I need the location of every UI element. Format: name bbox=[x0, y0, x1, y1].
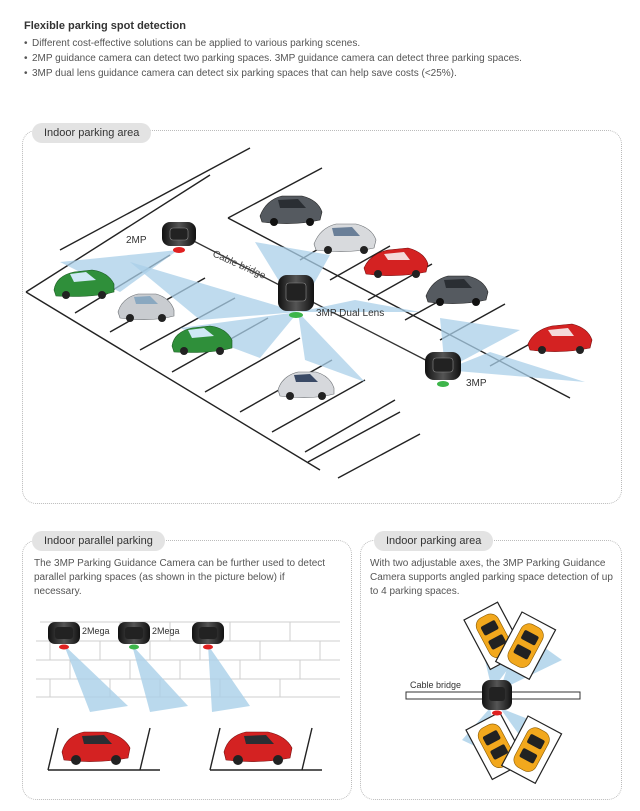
intro-bullet: 2MP guidance camera can detect two parki… bbox=[24, 51, 624, 66]
car-dark-1 bbox=[259, 195, 323, 226]
angled-parking-pill: Indoor parking area bbox=[374, 531, 494, 551]
angled-cable-label: Cable bridge bbox=[410, 680, 461, 690]
parallel-parking-panel bbox=[22, 540, 352, 800]
parallel-beams bbox=[64, 645, 250, 712]
car-silver-3 bbox=[313, 223, 377, 254]
parallel-parking-description: The 3MP Parking Guidance Camera can be f… bbox=[34, 558, 326, 597]
angled-parking-description: With two adjustable axes, the 3MP Parkin… bbox=[370, 558, 613, 597]
car-red-2 bbox=[527, 323, 593, 354]
camera-dual-lens-label: 3MP Dual Lens bbox=[316, 308, 384, 319]
camera-3mp-dual-lens-icon bbox=[278, 275, 314, 318]
brick-wall bbox=[36, 621, 340, 698]
car-green-2 bbox=[171, 325, 233, 355]
camera-3mp-icon bbox=[425, 352, 461, 387]
car-silver-2 bbox=[277, 371, 335, 400]
car-silver-1 bbox=[117, 293, 175, 322]
parallel-camera-1-icon bbox=[48, 622, 80, 650]
intro-bullet: 3MP dual lens guidance camera can detect… bbox=[24, 66, 624, 81]
car-green-1 bbox=[53, 269, 115, 299]
parallel-camera-2-icon bbox=[118, 622, 150, 650]
angled-slot-2 bbox=[494, 611, 557, 681]
angled-slot-4 bbox=[500, 715, 563, 785]
cable-bridge-label: Cable bridge bbox=[211, 249, 268, 282]
angled-camera-icon bbox=[482, 680, 512, 716]
intro-bullet-list: Different cost-effective solutions can b… bbox=[24, 36, 624, 81]
indoor-parking-pill: Indoor parking area bbox=[32, 123, 152, 143]
intro-title: Flexible parking spot detection bbox=[24, 20, 186, 32]
intro-bullet: Different cost-effective solutions can b… bbox=[24, 36, 624, 51]
parallel-car-red-2 bbox=[223, 731, 293, 765]
parallel-camera-1-label: 2Mega bbox=[82, 626, 110, 636]
parallel-curb-lines bbox=[47, 727, 322, 771]
parallel-camera-3-icon bbox=[192, 622, 224, 650]
car-dark-2 bbox=[425, 275, 489, 306]
camera-2mp-label: 2MP bbox=[126, 235, 147, 246]
parallel-parking-pill: Indoor parallel parking bbox=[32, 531, 165, 551]
parallel-car-red-1 bbox=[61, 731, 131, 765]
camera-3mp-label: 3MP bbox=[466, 378, 487, 389]
detection-beams bbox=[60, 242, 585, 382]
car-red-1 bbox=[363, 247, 429, 278]
intro-section: Flexible parking spot detection Differen… bbox=[24, 20, 624, 81]
camera-2mp-icon bbox=[162, 222, 196, 253]
indoor-parking-panel bbox=[22, 130, 622, 504]
parallel-camera-2-label: 2Mega bbox=[152, 626, 180, 636]
